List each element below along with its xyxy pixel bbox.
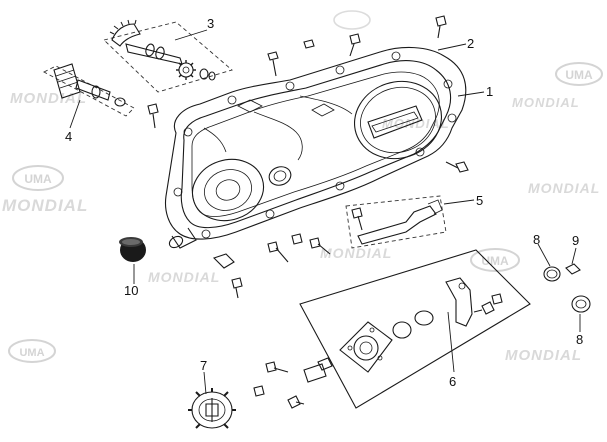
watermark-layer: UMA UMA UMA UMA MONDIAL MONDIAL MONDIAL … xyxy=(2,10,603,364)
cover-pipe-stub xyxy=(168,227,197,249)
bolt-icon xyxy=(303,39,315,49)
bolt-icon xyxy=(147,103,159,129)
bolt-icon xyxy=(445,161,469,173)
part-5-kick-lever xyxy=(345,195,447,249)
bolt-icon xyxy=(435,15,447,39)
uma-logo-bottom-left: UMA xyxy=(8,339,56,363)
part-8-oring-top xyxy=(543,266,561,282)
bolt-icon xyxy=(267,241,289,263)
bolt-icon xyxy=(231,277,243,299)
uma-logo-top-center xyxy=(333,10,371,30)
callout-9: 9 xyxy=(572,233,579,248)
uma-logo-middle-right: UMA xyxy=(470,248,520,272)
callout-3: 3 xyxy=(207,16,214,31)
part-4-kickstart-spindle xyxy=(43,63,135,117)
mondial-watermark-7: MONDIAL xyxy=(505,347,582,364)
svg-text:UMA: UMA xyxy=(565,68,593,82)
mondial-watermark-6: MONDIAL xyxy=(320,245,392,261)
svg-text:UMA: UMA xyxy=(19,347,44,359)
callout-1: 1 xyxy=(486,84,493,99)
bolt-icon xyxy=(351,207,363,231)
bolt-icon xyxy=(303,357,333,383)
mondial-watermark-4: MONDIAL xyxy=(512,95,580,110)
callout-8-bottom: 8 xyxy=(576,332,583,347)
part-9-pin xyxy=(565,263,581,275)
bolt-icon xyxy=(309,237,331,255)
bolts xyxy=(147,15,469,299)
rubber-plug-icon xyxy=(119,237,146,262)
svg-text:UMA: UMA xyxy=(24,172,52,186)
callout-4: 4 xyxy=(65,129,72,144)
mondial-watermark-8: MONDIAL xyxy=(382,116,450,131)
callout-2: 2 xyxy=(467,36,474,51)
leader-lines xyxy=(69,29,581,395)
mondial-watermark-3: MONDIAL xyxy=(528,180,600,196)
uma-logo-left: UMA xyxy=(12,165,64,191)
svg-text:UMA: UMA xyxy=(481,254,509,268)
vent-grille xyxy=(353,80,443,160)
bolt-icon xyxy=(291,233,303,245)
mondial-watermark-2: MONDIAL xyxy=(2,196,88,215)
bolt-icon xyxy=(253,385,265,397)
kickstart-boss xyxy=(191,158,265,222)
bolt-icon xyxy=(267,51,279,77)
callout-10: 10 xyxy=(124,283,138,298)
bolt-icon xyxy=(349,33,361,57)
uma-logo-top-right: UMA xyxy=(555,62,603,86)
centre-boss xyxy=(268,166,292,186)
callout-5: 5 xyxy=(476,193,483,208)
part-6-subassembly xyxy=(253,249,531,409)
part-8-oring-bottom xyxy=(571,295,591,313)
bolt-icon xyxy=(491,293,503,305)
callout-labels: 3 2 1 4 5 6 7 8 9 8 10 xyxy=(65,16,583,389)
bolt-icon xyxy=(265,361,289,373)
callout-8-top: 8 xyxy=(533,232,540,247)
bolt-icon xyxy=(473,301,495,315)
callout-6: 6 xyxy=(449,374,456,389)
crankcase-cover xyxy=(164,46,467,249)
part-3-kickstart-gear-assembly xyxy=(103,19,233,93)
mondial-watermark-5: MONDIAL xyxy=(148,269,220,285)
callout-7: 7 xyxy=(200,358,207,373)
gear-icon xyxy=(188,388,236,429)
bolt-icon xyxy=(287,395,305,409)
mondial-watermark-1: MONDIAL xyxy=(10,90,87,107)
cover-bolt-holes xyxy=(173,51,457,239)
